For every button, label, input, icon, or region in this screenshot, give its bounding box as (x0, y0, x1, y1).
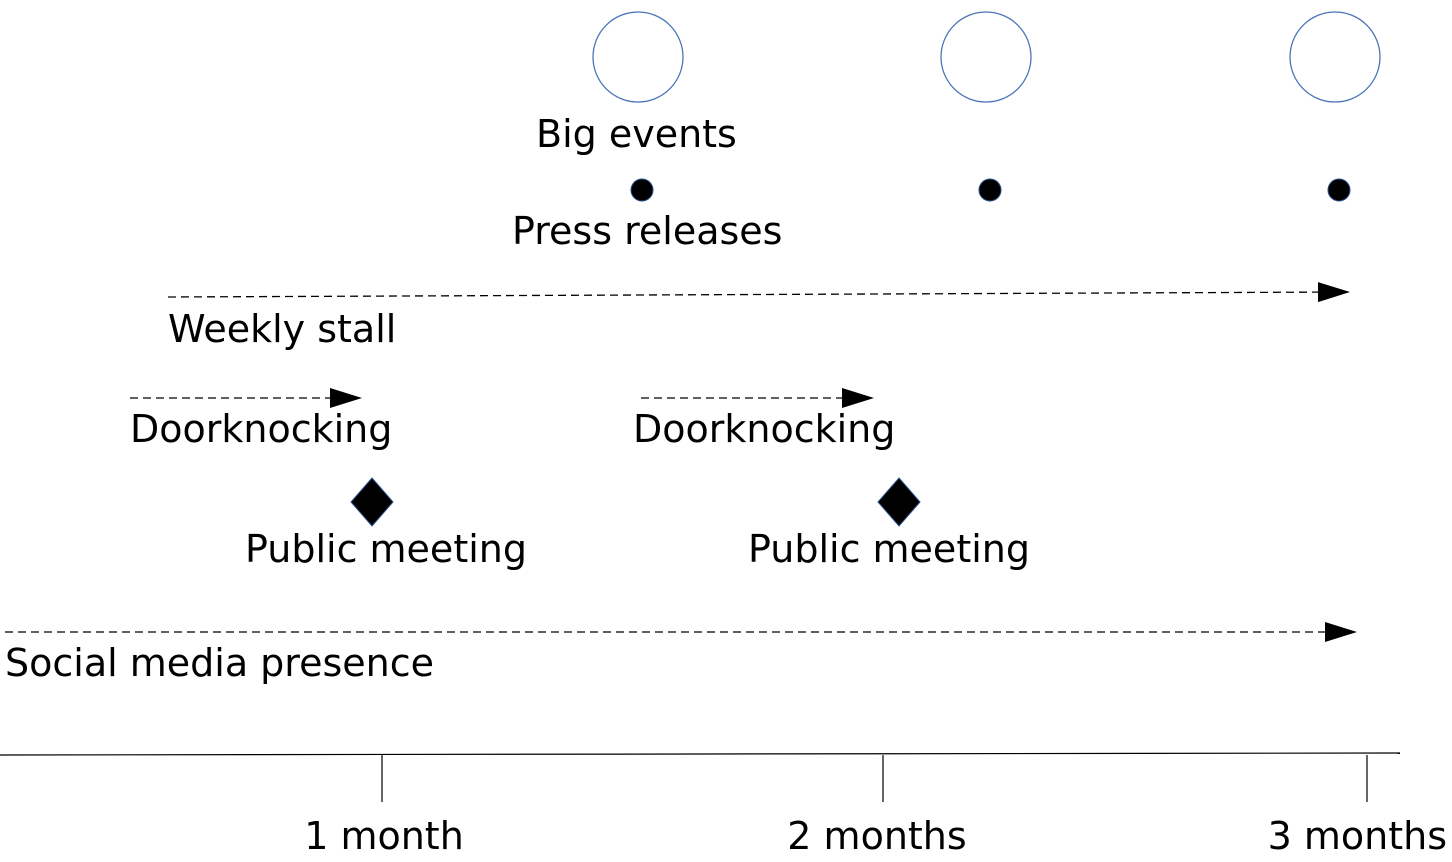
public-meeting-diamond-1 (350, 477, 394, 527)
press-release-dot-1 (630, 178, 654, 202)
press-release-dot-2 (978, 178, 1002, 202)
timeline-tick-label-2: 2 months (787, 814, 966, 858)
public-meeting-label-1: Public meeting (245, 527, 527, 571)
big-event-circle-1 (592, 11, 684, 103)
big-events-label: Big events (536, 112, 737, 156)
timeline-axis (0, 752, 1401, 756)
social-media-label: Social media presence (5, 641, 434, 685)
public-meeting-label-2: Public meeting (748, 527, 1030, 571)
big-events-markers (592, 11, 1381, 103)
press-release-markers (630, 178, 1351, 202)
weekly-stall-arrow (167, 282, 1350, 303)
press-releases-label: Press releases (512, 209, 782, 253)
big-event-circle-3 (1289, 11, 1381, 103)
press-release-dot-3 (1327, 178, 1351, 202)
doorknocking-label-2: Doorknocking (633, 407, 895, 451)
weekly-stall-label: Weekly stall (168, 307, 396, 351)
timeline-tick-label-1: 1 month (304, 814, 464, 858)
big-event-circle-2 (940, 11, 1032, 103)
timeline-tick-label-3: 3 months (1268, 814, 1447, 858)
doorknocking-label-1: Doorknocking (130, 407, 392, 451)
public-meeting-diamond-2 (877, 477, 921, 527)
